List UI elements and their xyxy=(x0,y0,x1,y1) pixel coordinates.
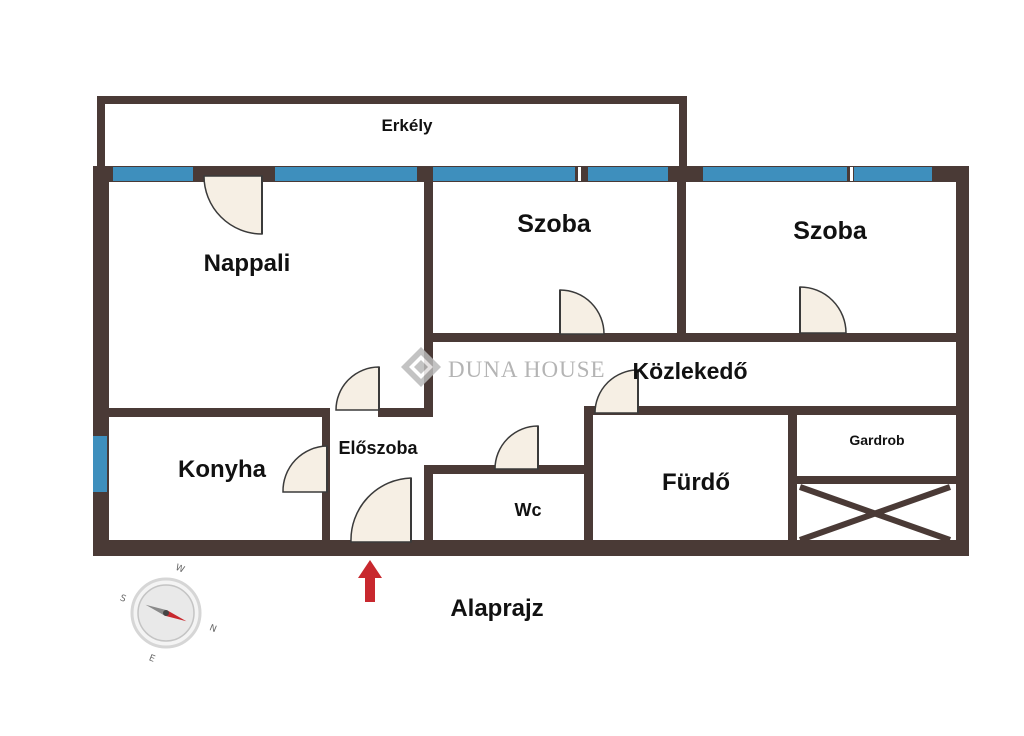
duna-house-logo-icon xyxy=(401,347,441,387)
room-label-gardrob: Gardrob xyxy=(849,432,904,448)
plan-title: Alaprajz xyxy=(450,595,543,622)
compass-south-letter: S xyxy=(118,593,127,605)
compass-north-letter: N xyxy=(208,623,218,635)
window-szoba-1-right xyxy=(588,167,668,181)
room-label-szoba-1: Szoba xyxy=(517,210,592,238)
door-kozlekedo xyxy=(594,369,639,414)
room-label-eloszoba: Előszoba xyxy=(338,438,418,458)
windows xyxy=(93,167,932,492)
window-nappali-right xyxy=(275,167,417,181)
doors xyxy=(203,175,847,543)
compass-icon: N S W E xyxy=(118,563,218,665)
door-entrance xyxy=(350,477,412,543)
room-label-szoba-2: Szoba xyxy=(793,217,868,245)
window-konyha xyxy=(93,436,107,492)
door-szoba-2 xyxy=(799,286,847,334)
door-konyha xyxy=(282,445,328,493)
compass-east-letter: E xyxy=(147,653,156,665)
room-labels: Erkély Nappali Szoba Szoba Közlekedő Elő… xyxy=(178,116,905,520)
watermark-text: DUNA HOUSE xyxy=(448,357,606,382)
window-szoba-1-left xyxy=(433,167,575,181)
room-label-erkely: Erkély xyxy=(381,116,433,135)
watermark: DUNA HOUSE xyxy=(401,347,606,387)
entrance-arrow-icon xyxy=(358,560,382,602)
door-nappali xyxy=(335,366,380,411)
room-label-nappali: Nappali xyxy=(204,250,291,277)
window-szoba-2-left xyxy=(703,167,847,181)
door-szoba-1 xyxy=(559,289,605,335)
room-label-furdo: Fürdő xyxy=(662,469,730,496)
window-nappali-left xyxy=(113,167,193,181)
room-label-konyha: Konyha xyxy=(178,456,267,483)
room-label-kozlekedo: Közlekedő xyxy=(632,358,747,384)
door-balcony xyxy=(203,175,263,235)
door-wc xyxy=(494,425,539,470)
window-szoba-2-right xyxy=(854,167,932,181)
compass-west-letter: W xyxy=(174,563,186,576)
balcony-outline xyxy=(97,96,687,166)
storage-cross xyxy=(799,484,951,543)
room-label-wc: Wc xyxy=(515,500,542,520)
